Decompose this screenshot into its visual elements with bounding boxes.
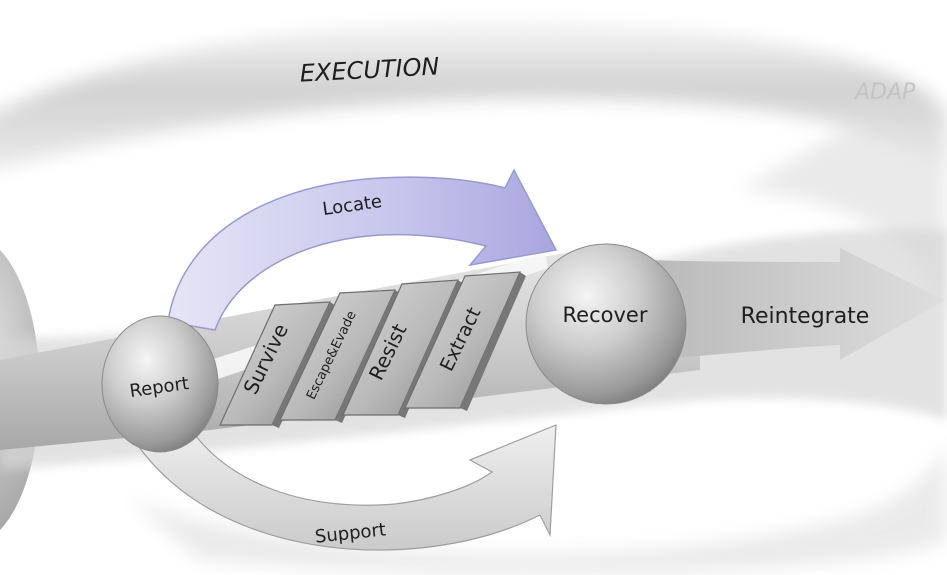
reintegrate-arrow: Reintegrate [640,248,945,360]
recover-node: Recover [525,243,687,405]
process-tiles: Survive Escape&Evade Resist Extract [219,271,526,428]
tile-survive: Survive [219,301,336,428]
adaptation-label: ADAP [853,80,916,105]
recover-label: Recover [563,303,648,327]
support-arrow: Support [119,414,557,551]
locate-arrow: Locate [167,168,558,331]
execution-loop [0,20,947,574]
report-node: Report [101,315,219,453]
reintegrate-label: Reintegrate [741,304,870,329]
tile-extract: Extract [404,271,526,411]
